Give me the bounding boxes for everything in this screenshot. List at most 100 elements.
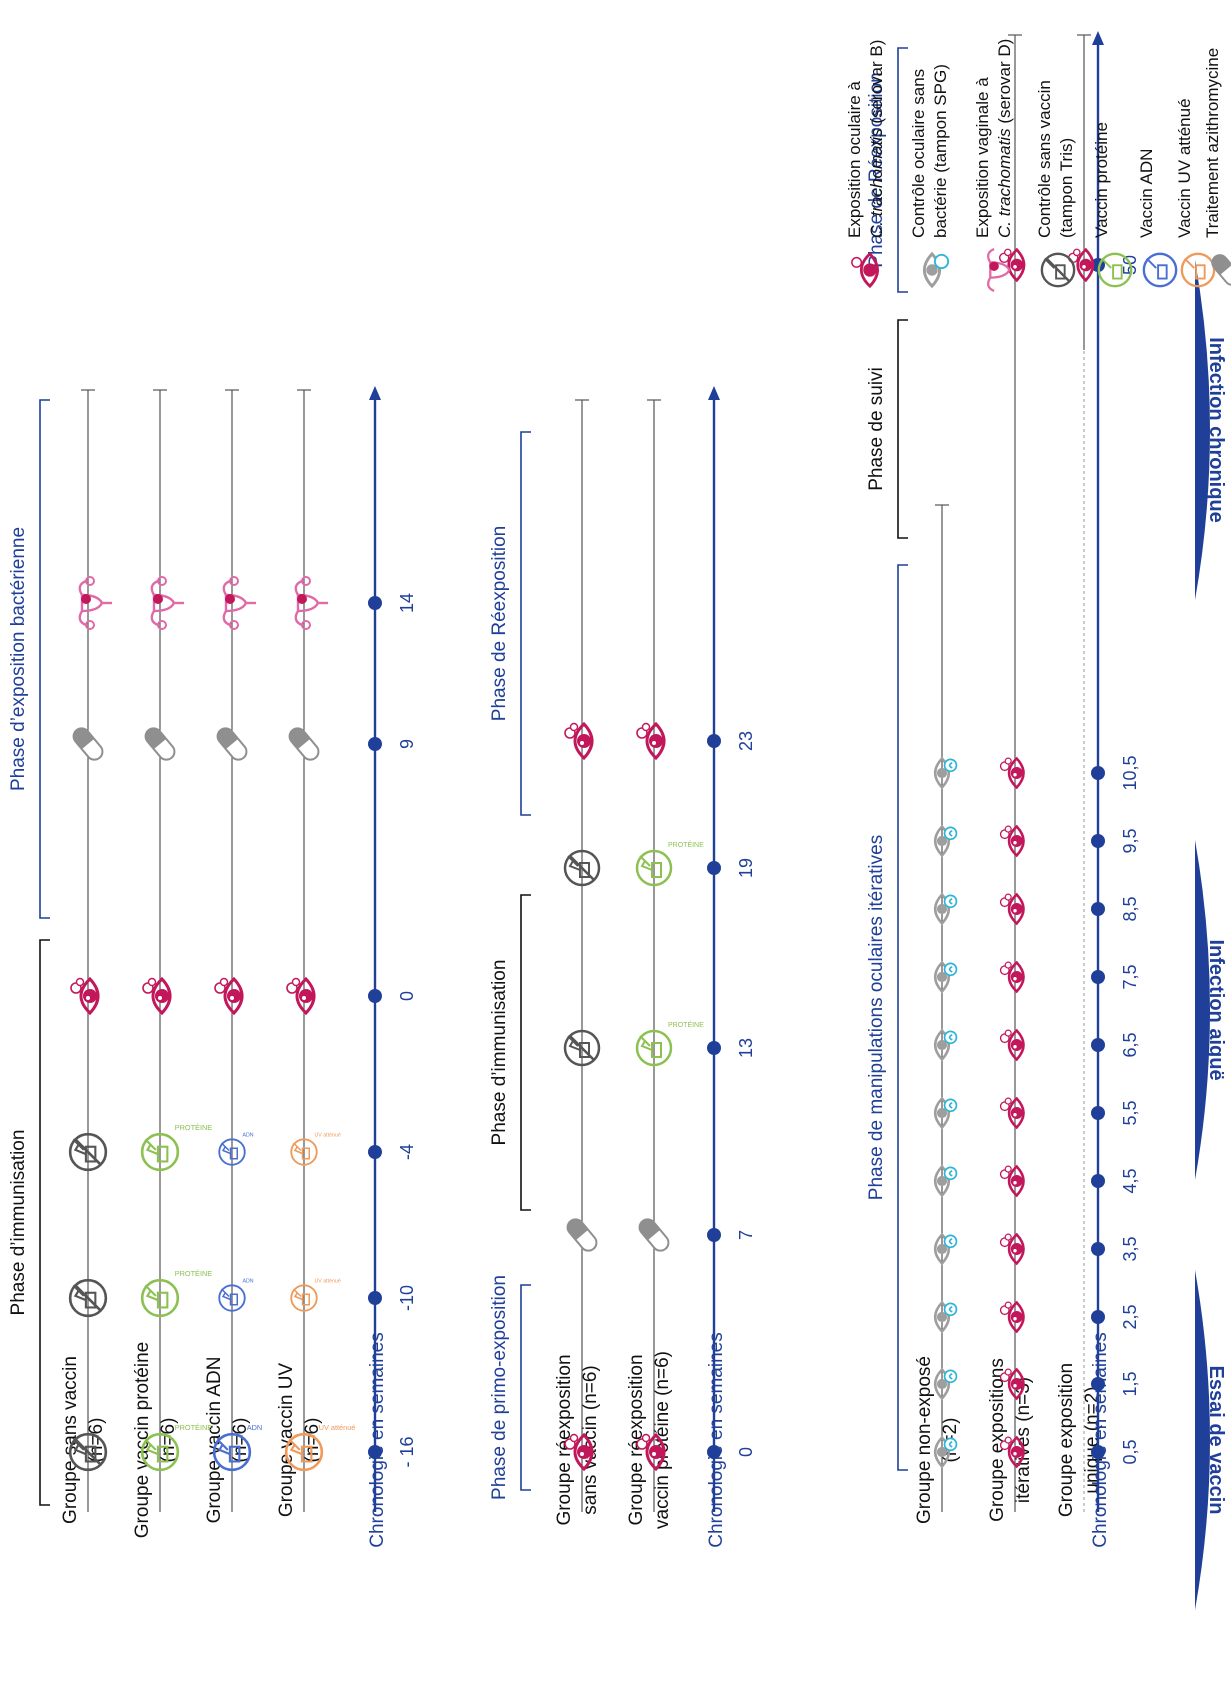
phase-label: Phase de primo-exposition	[489, 1275, 510, 1500]
vaccine-tag: PROTÉINE	[175, 1123, 213, 1132]
pill-icon	[70, 725, 105, 763]
eye-exposure-icon	[565, 724, 592, 759]
uterus-exposure-icon	[80, 577, 112, 629]
group-label-line1: Groupe vaccin UV	[276, 1363, 297, 1518]
legend-text-line1: Vaccin protéine	[1092, 122, 1111, 238]
tick-label: 7	[736, 1230, 756, 1240]
axis-arrow	[369, 386, 381, 400]
phase-label: Phase de Réexposition	[489, 526, 510, 721]
tick-label: 1,5	[1120, 1371, 1140, 1396]
dna-vaccine-icon	[1144, 254, 1176, 286]
pill-icon	[142, 725, 177, 763]
eye-control-icon	[935, 1099, 956, 1128]
group-label-line2: sans vaccin (n=6)	[580, 1365, 601, 1514]
pill-icon	[1209, 252, 1231, 288]
phase-bracket	[521, 895, 531, 1210]
dna-vaccine-icon: ADN	[219, 1278, 254, 1311]
phase-label: Phase de manipulations oculaires itérati…	[866, 835, 887, 1200]
phase-bracket	[898, 565, 908, 1470]
phase-bracket	[521, 1285, 531, 1490]
eye-exposure-icon	[1001, 1098, 1024, 1127]
eye-exposure-icon	[1001, 962, 1024, 991]
phase-bracket	[40, 940, 50, 1505]
axis-arrow	[1092, 31, 1104, 45]
tick-dot	[1091, 1038, 1105, 1052]
legend-text-rest: bactérie (tampon SPG)	[931, 64, 950, 238]
tick-label: 0	[397, 991, 417, 1001]
pill-icon	[564, 1216, 599, 1254]
tick-dot	[707, 1445, 721, 1459]
legend-text-rest: (serovar B)	[867, 40, 886, 129]
section-title: Essai de vaccin	[1205, 1366, 1227, 1515]
phase-bracket	[521, 432, 531, 815]
tick-label: 10,5	[1120, 755, 1140, 790]
tick-dot	[368, 1291, 382, 1305]
section-title: Infection aiguë	[1205, 939, 1227, 1080]
vaccine-tag: PROTÉINE	[175, 1423, 213, 1432]
eye-exposure-icon	[637, 724, 664, 759]
protein-vaccine-icon: PROTÉINE	[637, 1020, 704, 1065]
tick-label: 0	[736, 1447, 756, 1457]
tick-dot	[1091, 970, 1105, 984]
eye-exposure-icon	[1001, 894, 1024, 923]
vaccine-tag: ADN	[243, 1278, 254, 1284]
tick-dot	[1091, 1106, 1105, 1120]
tick-dot	[1091, 1377, 1105, 1391]
phase-label: Phase d’exposition bactérienne	[8, 527, 29, 791]
tick-label: 6,5	[1120, 1032, 1140, 1057]
tick-dot	[707, 1041, 721, 1055]
group-label-line2: (n=6)	[86, 1418, 107, 1463]
eye-exposure-icon	[1001, 1166, 1024, 1195]
axis-arrow	[708, 386, 720, 400]
axis-label: Chronologie en semaines	[367, 1332, 388, 1547]
eye-exposure-icon	[215, 979, 242, 1014]
tick-dot	[1091, 1174, 1105, 1188]
uv-vaccine-icon: UV atténué	[291, 1278, 341, 1311]
tick-label: 8,5	[1120, 896, 1140, 921]
tick-label: 23	[736, 731, 756, 751]
legend-text-line2: C. trachomatis (serovar B)	[867, 40, 886, 238]
legend-text-line1: Traitement azithromycine	[1203, 48, 1222, 238]
dna-vaccine-icon: ADN	[219, 1132, 254, 1165]
legend-species: C. trachomatis	[995, 128, 1014, 238]
eye-exposure-icon	[71, 979, 98, 1014]
protein-vaccine-icon: PROTÉINE	[637, 840, 704, 885]
group-label-line1: Groupe vaccin ADN	[204, 1357, 225, 1524]
tick-label: - 16	[397, 1436, 417, 1467]
tick-label: 2,5	[1120, 1304, 1140, 1329]
legend-text-line1: Exposition oculaire à	[845, 81, 864, 238]
tick-dot	[707, 1228, 721, 1242]
tick-label: 7,5	[1120, 964, 1140, 989]
tick-dot	[707, 861, 721, 875]
phase-label: Phase d’immunisation	[8, 1130, 29, 1316]
tick-dot	[1091, 1242, 1105, 1256]
tick-dot	[368, 1145, 382, 1159]
tick-dot	[1091, 834, 1105, 848]
legend-text-line1: Vaccin UV atténué	[1175, 98, 1194, 238]
vaccine-tag: UV atténué	[315, 1278, 341, 1284]
tick-label: 13	[736, 1038, 756, 1058]
legend-text-rest: (serovar D)	[995, 39, 1014, 129]
eye-exposure-icon	[1001, 826, 1024, 855]
tick-dot	[1091, 902, 1105, 916]
eye-exposure-icon	[1001, 1030, 1024, 1059]
group-label-line1: Groupe non-exposé	[914, 1356, 935, 1524]
phase-bracket	[898, 320, 908, 538]
phase-bracket	[40, 400, 50, 918]
tick-label: -4	[397, 1144, 417, 1160]
section-title: Infection chronique	[1205, 337, 1227, 523]
axis-label: Chronologie en semaines	[1090, 1332, 1111, 1547]
eye-exposure-icon	[287, 979, 314, 1014]
phase-label: Phase de suivi	[866, 367, 887, 491]
pill-icon	[636, 1216, 671, 1254]
tick-label: 0,5	[1120, 1439, 1140, 1464]
tick-label: 19	[736, 858, 756, 878]
protein-vaccine-icon: PROTÉINE	[142, 1123, 212, 1170]
uterus-exposure-icon	[296, 577, 328, 629]
legend-text-line1: Contrôle oculaire sans	[909, 69, 928, 238]
eye-control-icon	[924, 254, 948, 286]
vaccine-tag: PROTÉINE	[668, 840, 704, 849]
eye-exposure-icon	[1001, 758, 1024, 787]
